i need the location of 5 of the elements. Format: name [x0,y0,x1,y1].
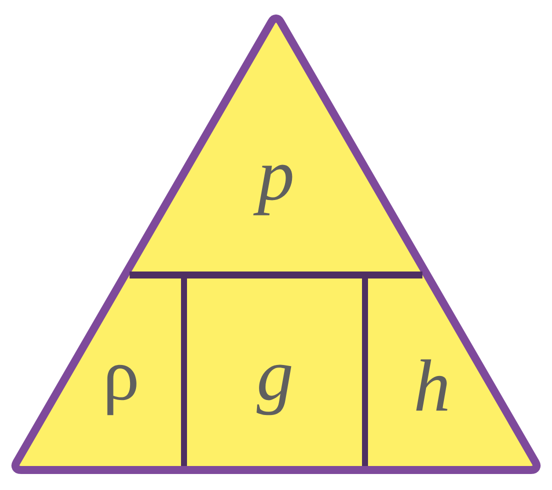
variable-symbol: p [253,164,292,216]
variable-symbol: h [416,359,448,411]
variable-symbol: ρ [107,364,136,416]
triangle [11,14,541,474]
variable-symbol: g [256,364,292,416]
